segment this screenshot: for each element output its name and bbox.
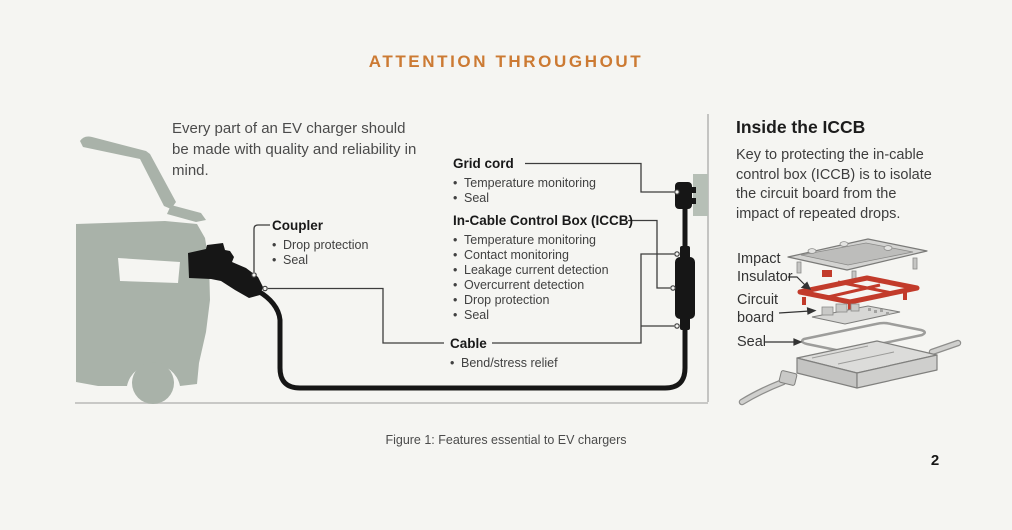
iccb-exploded-view xyxy=(738,238,962,406)
callout-iccb: In-Cable Control Box (ICCB) Temperature … xyxy=(453,213,633,323)
coupler-plug xyxy=(188,243,263,298)
callout-bullets: Temperature monitoring Contact monitorin… xyxy=(453,233,633,323)
callout-grid-cord: Grid cord Temperature monitoring Seal xyxy=(453,156,596,206)
callout-bullets: Drop protection Seal xyxy=(272,238,368,268)
iccb-impact-insulator xyxy=(797,270,920,311)
callout-bullet: Bend/stress relief xyxy=(450,356,558,371)
intro-text: Every part of an EV charger should be ma… xyxy=(172,120,417,179)
iccb-top-connector xyxy=(680,246,690,259)
plug-prong xyxy=(690,187,696,193)
sidebar-body: Key to protecting the in-cable control b… xyxy=(736,147,932,222)
iccb-enclosure xyxy=(738,339,962,406)
iccb-body xyxy=(675,257,695,319)
leader-lines xyxy=(253,162,674,344)
plug-body xyxy=(675,182,692,209)
callout-coupler: Coupler Drop protection Seal xyxy=(272,218,368,268)
cable-lower-run xyxy=(255,288,688,391)
callout-title: Cable xyxy=(450,336,487,351)
car-wheel xyxy=(132,362,174,404)
callout-bullet: Contact monitoring xyxy=(453,248,633,263)
callout-title: Grid cord xyxy=(453,156,514,171)
leader-coupler xyxy=(253,224,270,272)
page-number: 2 xyxy=(930,452,940,469)
callout-bullet: Temperature monitoring xyxy=(453,233,633,248)
page-title: ATTENTION THROUGHOUT xyxy=(368,52,644,71)
callout-bullet: Drop protection xyxy=(453,293,633,308)
car-body xyxy=(76,221,210,386)
wall-plug xyxy=(675,182,696,209)
iccb-circuit-board xyxy=(811,303,901,325)
car-roof-pillar xyxy=(80,136,176,209)
callout-bullets: Temperature monitoring Seal xyxy=(453,176,596,206)
callout-title: In-Cable Control Box (ICCB) xyxy=(453,213,633,228)
leader-dots xyxy=(251,189,680,329)
callout-bullet: Seal xyxy=(453,308,633,323)
callout-title: Coupler xyxy=(272,218,324,233)
iccb-top-cover xyxy=(787,238,928,283)
callout-bullet: Temperature monitoring xyxy=(453,176,596,191)
sidebar-heading: Inside the ICCB xyxy=(736,117,866,137)
iccb-device xyxy=(675,246,695,330)
label-seal: Seal xyxy=(737,334,767,350)
wall-outlet xyxy=(693,174,708,216)
iccb-seal-gasket xyxy=(800,321,926,353)
plug-prong xyxy=(690,198,696,204)
leader-cable-left xyxy=(268,287,444,344)
charging-cable xyxy=(255,203,688,391)
label-circuit-board: Circuit board xyxy=(737,292,779,326)
callout-cable: Cable Bend/stress relief xyxy=(450,336,558,371)
iccb-bottom-connector xyxy=(680,317,690,330)
callout-bullet: Seal xyxy=(453,191,596,206)
car-window xyxy=(118,258,180,283)
label-impact-insulator: Impact Insulator xyxy=(737,251,793,285)
figure-caption: Figure 1: Features essential to EV charg… xyxy=(385,433,627,447)
leader-grid-cord xyxy=(525,162,674,193)
sidebar-label-arrows xyxy=(764,276,817,346)
car-illustration xyxy=(76,136,210,404)
leader-cable-right xyxy=(492,253,674,344)
callout-bullet: Overcurrent detection xyxy=(453,278,633,293)
car-spoiler xyxy=(167,205,206,222)
callout-bullet: Seal xyxy=(272,253,368,268)
callout-bullet: Leakage current detection xyxy=(453,263,633,278)
callout-bullets: Bend/stress relief xyxy=(450,356,558,371)
callout-bullet: Drop protection xyxy=(272,238,368,253)
